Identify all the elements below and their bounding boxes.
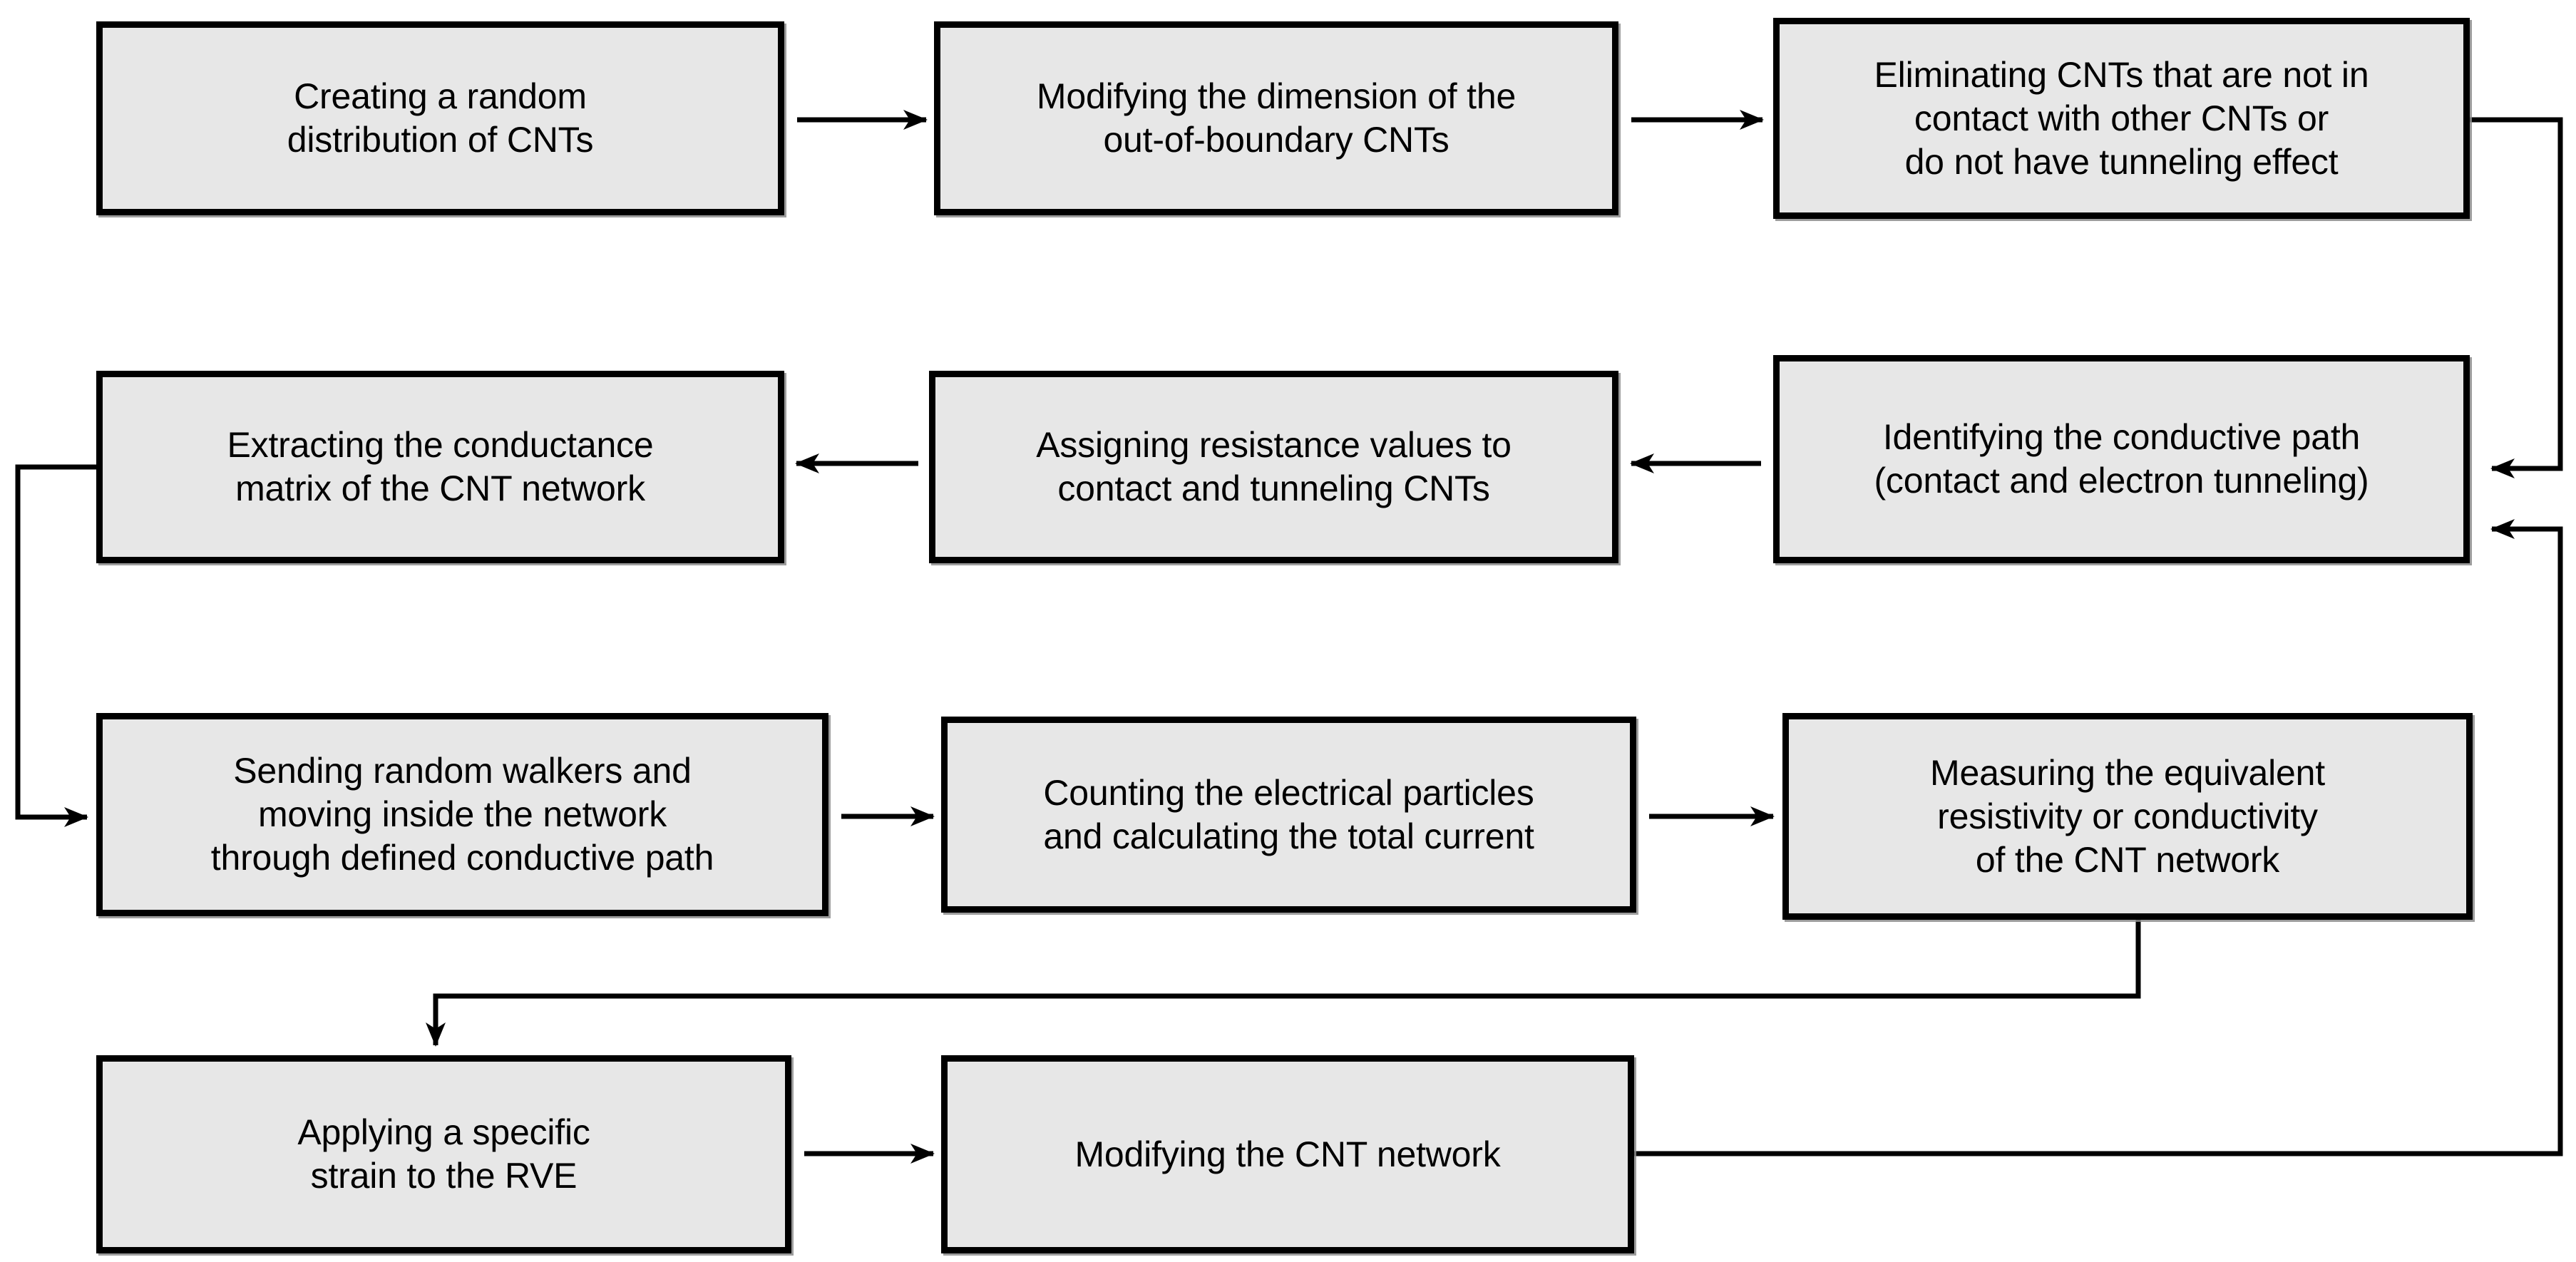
connector-n9-n10 [426, 920, 2141, 1047]
node-assigning-resistance-values[interactable]: Assigning resistance values to contact a… [929, 371, 1618, 563]
node-sending-random-walkers[interactable]: Sending random walkers and moving inside… [96, 713, 828, 916]
node-creating-random-distribution[interactable]: Creating a random distribution of CNTs [96, 21, 784, 215]
node-measuring-equivalent-resistivity[interactable]: Measuring the equivalent resistivity or … [1782, 713, 2473, 920]
node-applying-specific-strain[interactable]: Applying a specific strain to the RVE [96, 1055, 791, 1253]
node-label: Eliminating CNTs that are not in contact… [1874, 54, 2369, 182]
node-label: Modifying the dimension of the out-of-bo… [1036, 76, 1517, 160]
node-counting-electrical-particles[interactable]: Counting the electrical particles and ca… [941, 717, 1636, 913]
node-label: Modifying the CNT network [1074, 1134, 1501, 1174]
connector-n4-n7 [15, 464, 96, 827]
node-modifying-cnt-network[interactable]: Modifying the CNT network [941, 1055, 1634, 1253]
node-label: Assigning resistance values to contact a… [1036, 425, 1512, 508]
node-label: Applying a specific strain to the RVE [297, 1112, 590, 1196]
node-label: Extracting the conductance matrix of the… [227, 425, 654, 508]
node-modifying-dimension[interactable]: Modifying the dimension of the out-of-bo… [934, 21, 1618, 215]
node-extracting-conductance-matrix[interactable]: Extracting the conductance matrix of the… [96, 371, 784, 563]
node-label: Identifying the conductive path (contact… [1874, 417, 2369, 501]
node-label: Creating a random distribution of CNTs [287, 76, 594, 160]
connector-n3-n6 [2470, 117, 2563, 478]
node-eliminating-cnts[interactable]: Eliminating CNTs that are not in contact… [1773, 18, 2470, 219]
node-identifying-conductive-path[interactable]: Identifying the conductive path (contact… [1773, 355, 2470, 563]
node-label: Measuring the equivalent resistivity or … [1930, 752, 2325, 880]
node-label: Sending random walkers and moving inside… [210, 751, 714, 878]
node-label: Counting the electrical particles and ca… [1043, 772, 1534, 856]
